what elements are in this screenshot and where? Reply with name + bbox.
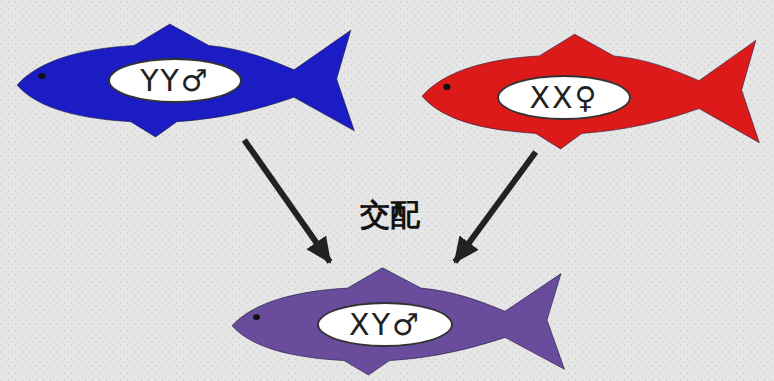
fish-figure: XX♀: [415, 28, 770, 152]
chromosome-text: XX♀: [529, 80, 598, 115]
label-oval: YY♂: [108, 58, 242, 103]
mating-label: 交配: [360, 195, 420, 236]
fish-figure: XY♂: [225, 262, 575, 378]
fish-figure: YY♂: [10, 18, 365, 140]
chromosome-text: YY♂: [140, 63, 210, 98]
label-oval: XY♂: [317, 302, 453, 347]
chromosome-text: XY♂: [349, 307, 421, 342]
label-oval: XX♀: [497, 75, 631, 120]
mating-arrow: [244, 140, 330, 262]
mating-arrow: [455, 152, 536, 262]
